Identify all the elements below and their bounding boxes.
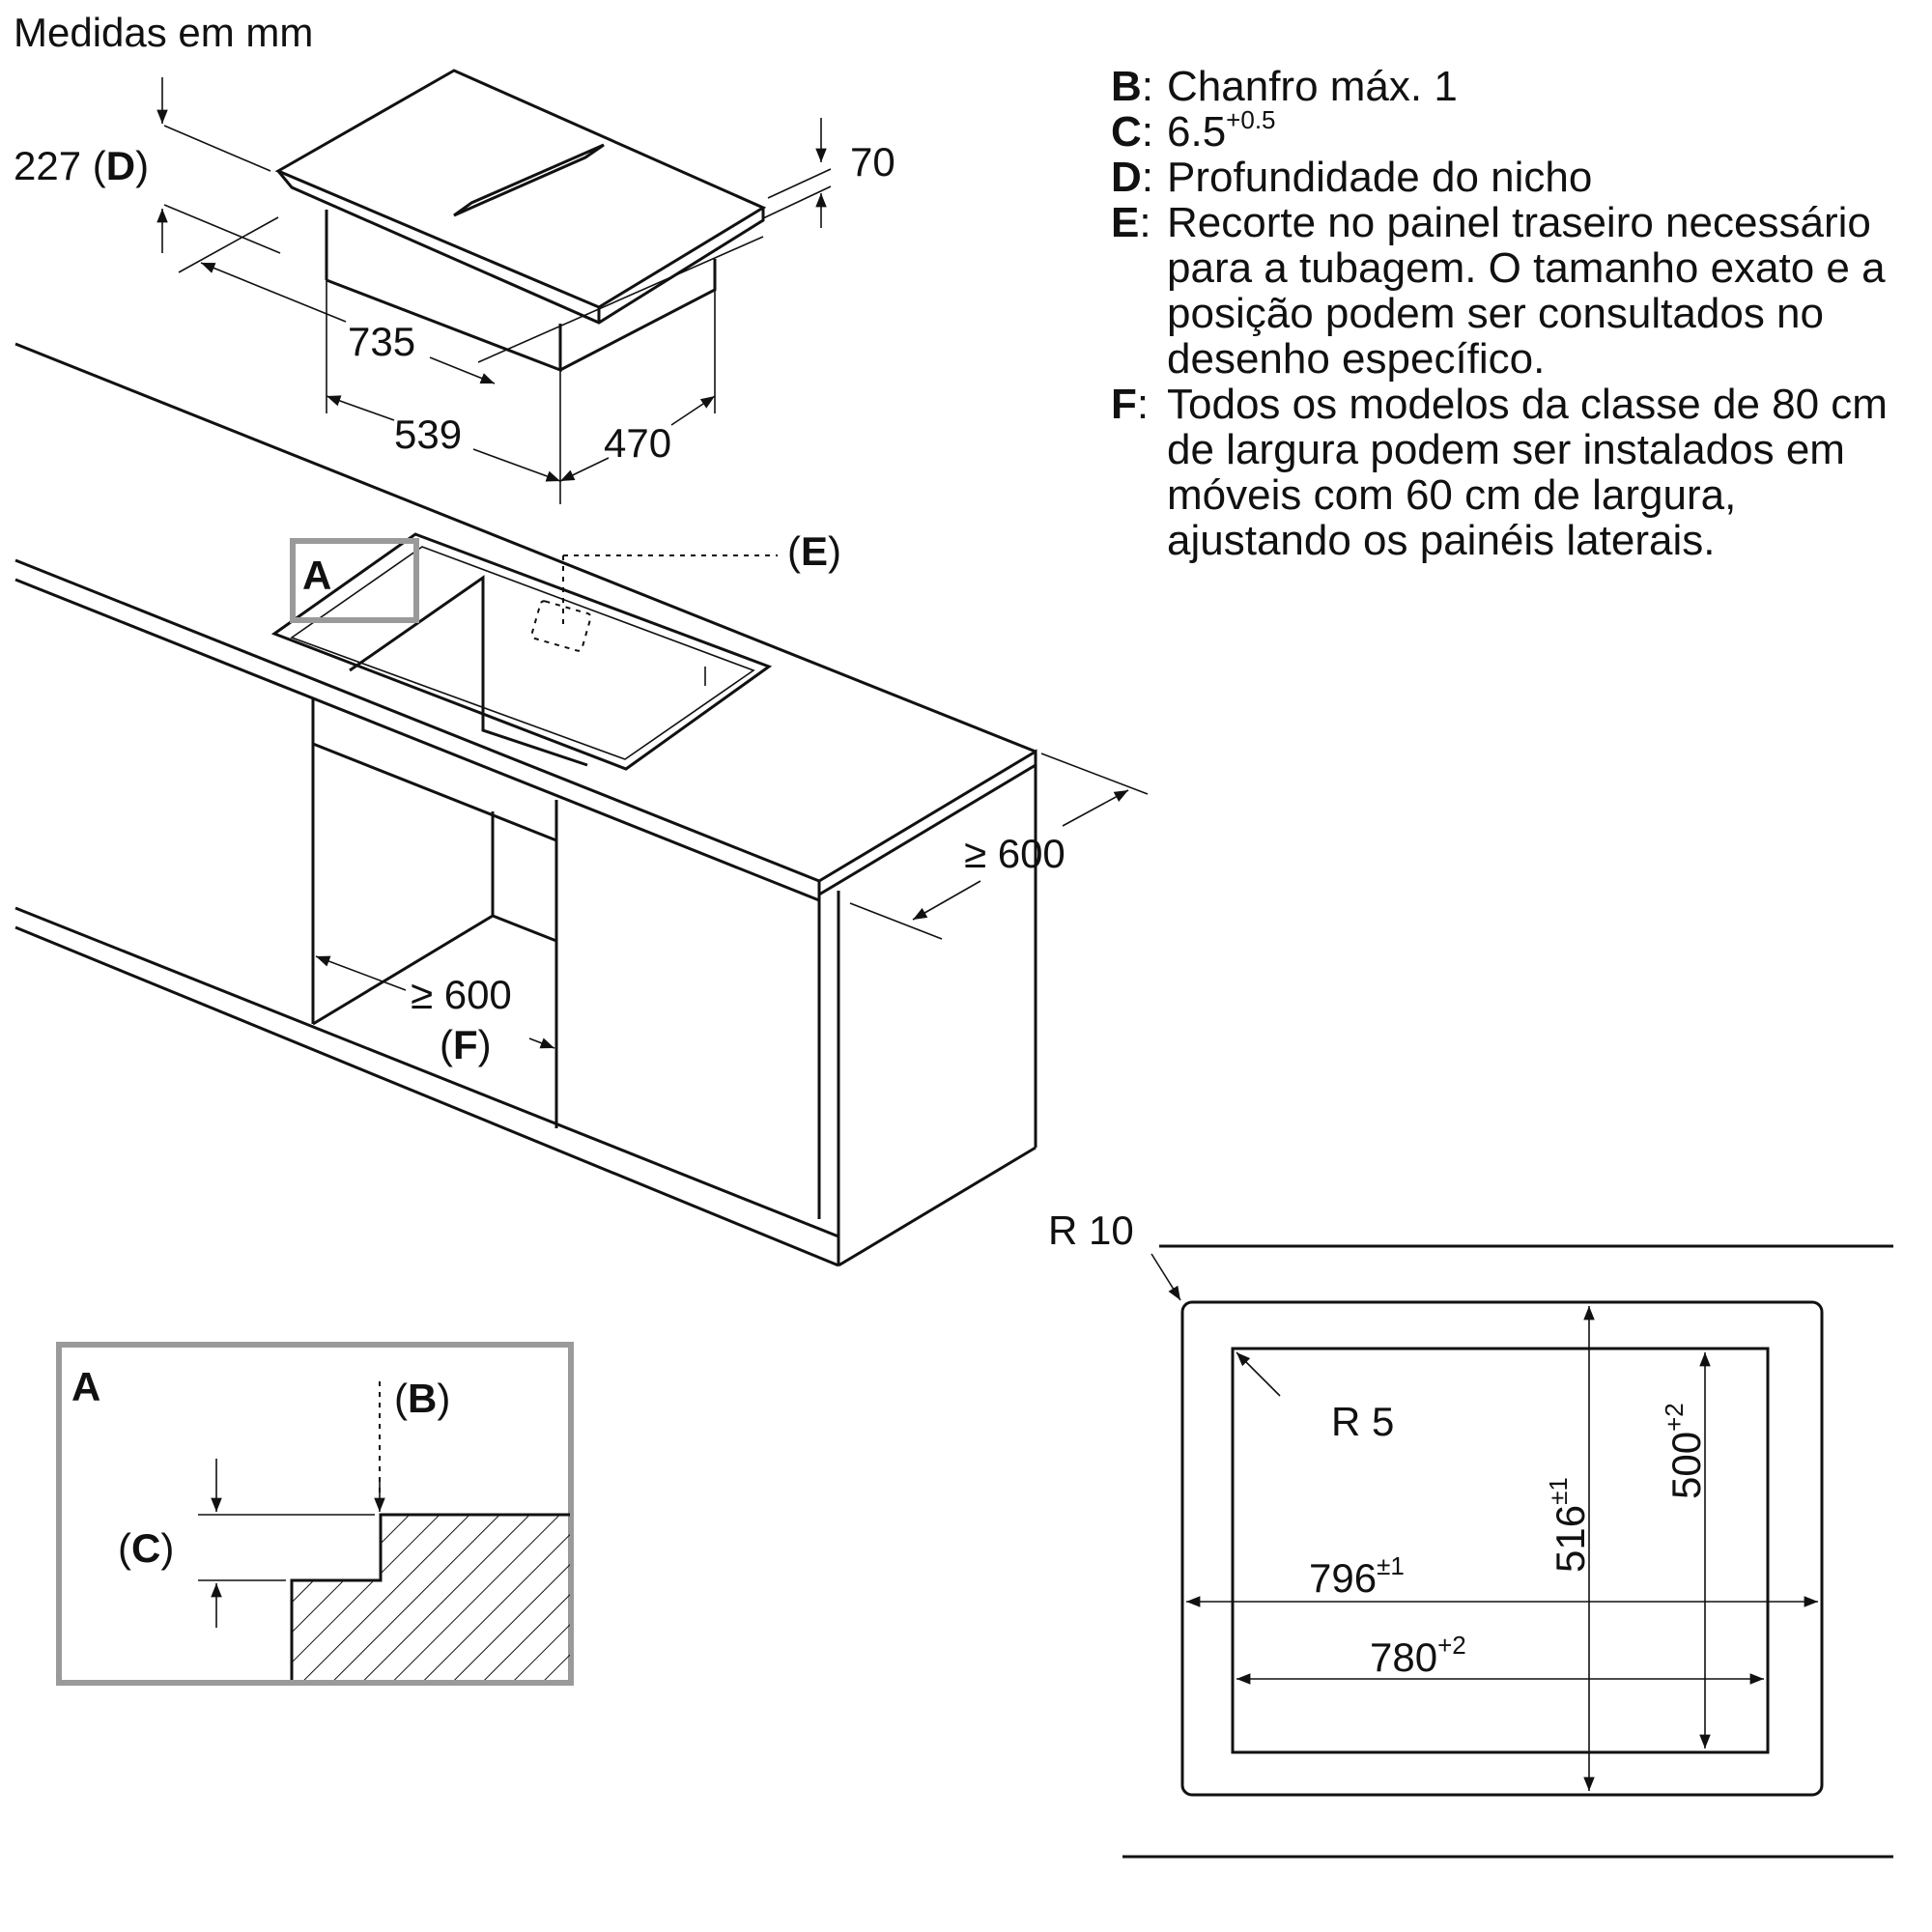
legend-item-c: C: 6.5+0.5 bbox=[1111, 105, 1922, 156]
countertop-front-edge bbox=[14, 558, 820, 883]
cutout-plan: R 10 R 5 796±1 780+2 516±1 500+2 bbox=[1048, 1208, 1893, 1859]
units-label: Medidas em mm bbox=[14, 10, 314, 55]
countertop-cutout bbox=[270, 532, 773, 771]
dim-width-600-label: ≥ 600 bbox=[411, 972, 512, 1017]
legend: B: Chanfro máx. 1 C: 6.5+0.5 D: Profundi… bbox=[1111, 64, 1922, 563]
cutout-outer-rect bbox=[1180, 1300, 1824, 1797]
legend-text-e: Recorte no painel traseiro necessário pa… bbox=[1167, 199, 1886, 383]
dim-796-label: 796±1 bbox=[1309, 1551, 1405, 1601]
rear-panel-cutout-E bbox=[530, 600, 592, 652]
legend-item-d: D: Profundidade do nicho bbox=[1111, 155, 1922, 200]
hob-glass-top bbox=[274, 69, 767, 309]
legend-item-b: B: Chanfro máx. 1 bbox=[1111, 64, 1922, 109]
dim-70-label: 70 bbox=[850, 139, 895, 185]
dim-516-label: 516±1 bbox=[1544, 1477, 1593, 1573]
legend-text-b: Chanfro máx. 1 bbox=[1167, 63, 1458, 110]
countertop-back-edge bbox=[14, 342, 1037, 753]
r10-label: R 10 bbox=[1048, 1208, 1134, 1253]
detail-A-hatch bbox=[292, 1515, 570, 1680]
legend-text-f: Todos os modelos da classe de 80 cm de l… bbox=[1167, 381, 1888, 564]
dim-F-label: (F) bbox=[440, 1022, 492, 1067]
detail-C-label: (C) bbox=[118, 1525, 174, 1571]
legend-text-d: Profundidade do nicho bbox=[1167, 154, 1593, 201]
legend-item-e: E: Recorte no painel traseiro necessário… bbox=[1111, 200, 1922, 382]
hob-dimensions: 227 (D) 735 539 470 70 bbox=[14, 77, 895, 504]
detail-A-tag: A bbox=[302, 553, 331, 598]
cutout-inner-rect bbox=[1231, 1347, 1770, 1754]
dim-227-label: 227 (D) bbox=[14, 143, 149, 188]
dim-470-label: 470 bbox=[604, 420, 671, 466]
detail-A-frame bbox=[56, 1342, 574, 1686]
detail-A-title: A bbox=[71, 1364, 100, 1409]
dim-780-label: 780+2 bbox=[1370, 1631, 1466, 1680]
dim-500-label: 500+2 bbox=[1660, 1403, 1709, 1499]
legend-item-f: F: Todos os modelos da classe de 80 cm d… bbox=[1111, 382, 1922, 563]
dim-539-label: 539 bbox=[394, 412, 462, 457]
r5-label: R 5 bbox=[1331, 1399, 1394, 1444]
cabinet-drawing: (E) A ≥ 600 ≥ 600 (F) bbox=[14, 342, 1149, 1267]
legend-text-c: 6.5+0.5 bbox=[1167, 105, 1276, 156]
detail-B-label: (B) bbox=[394, 1376, 450, 1421]
dim-depth-600-label: ≥ 600 bbox=[964, 831, 1065, 876]
hob-extractor-slot bbox=[453, 143, 605, 217]
detail-A: A (B) (C) bbox=[56, 1342, 574, 1686]
detail-A-callout bbox=[290, 538, 419, 623]
dim-735-label: 735 bbox=[348, 319, 415, 364]
callout-E-label: (E) bbox=[787, 528, 841, 574]
